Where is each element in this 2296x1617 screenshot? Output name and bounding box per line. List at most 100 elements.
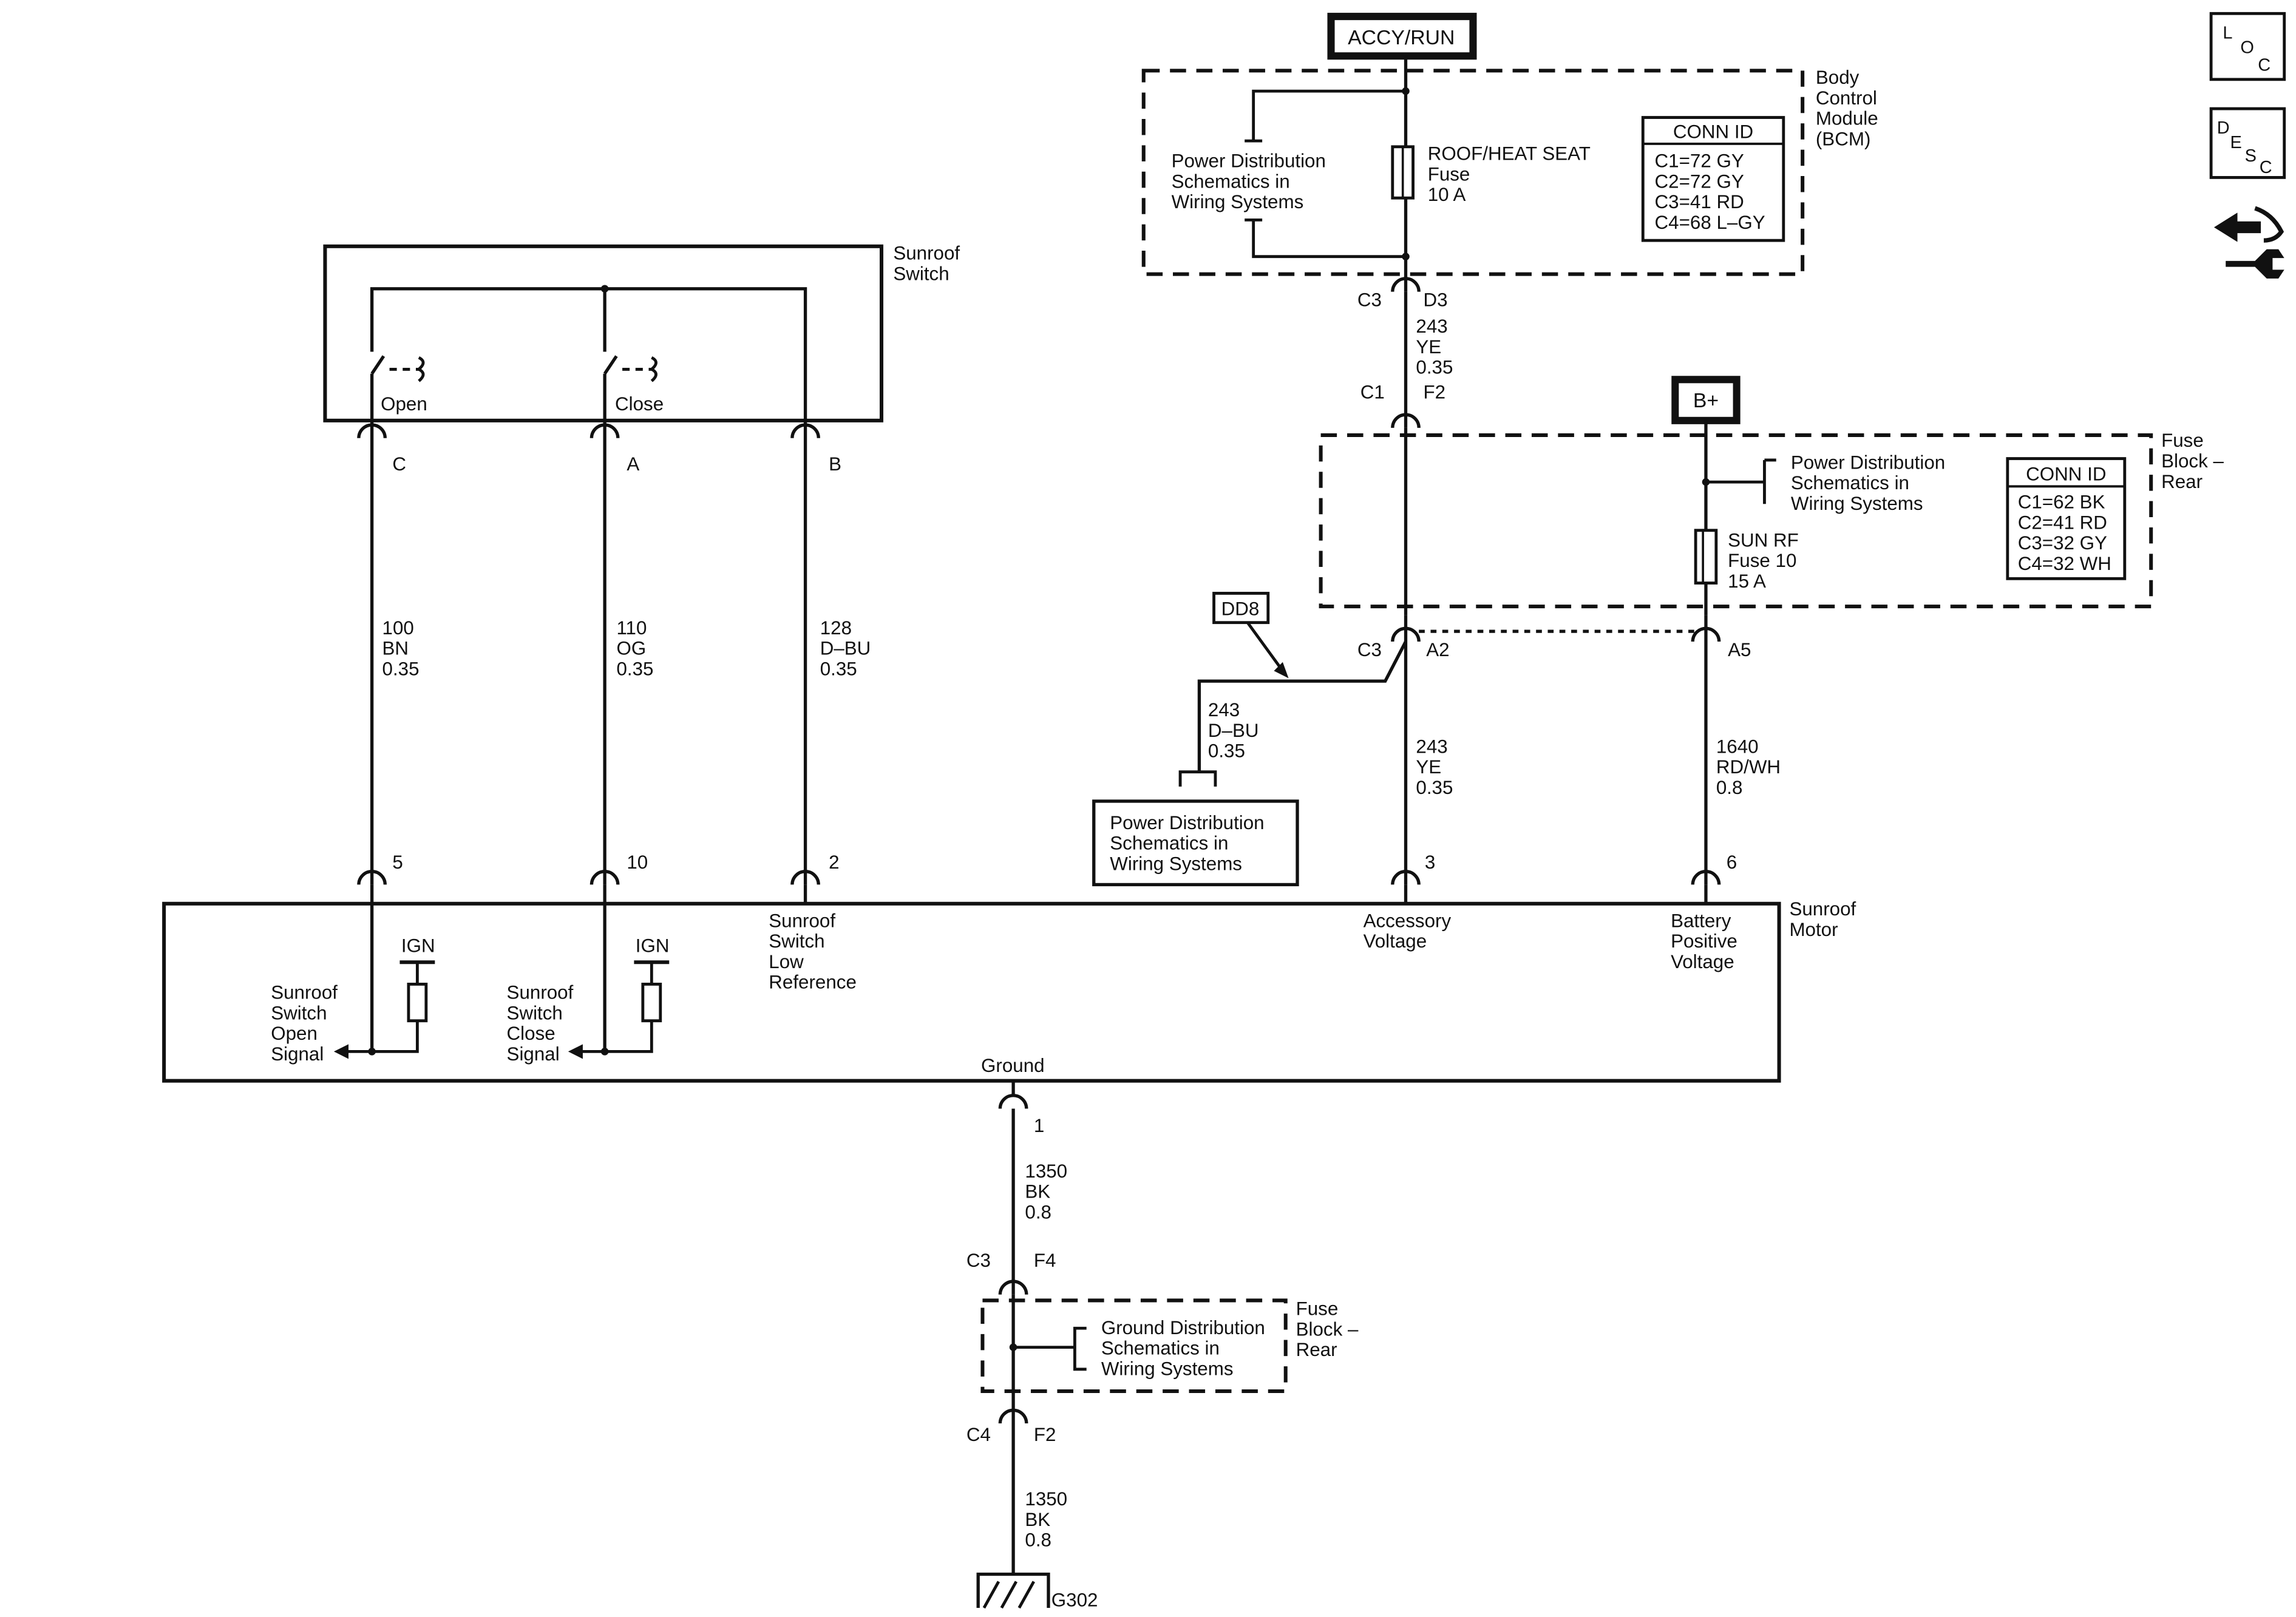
svg-text:10 A: 10 A xyxy=(1428,184,1466,205)
svg-text:0.35: 0.35 xyxy=(1416,777,1453,798)
svg-text:ROOF/HEAT SEAT: ROOF/HEAT SEAT xyxy=(1428,143,1591,164)
svg-text:Open: Open xyxy=(381,393,427,415)
svg-text:D3: D3 xyxy=(1423,290,1447,311)
low-reference-label: Sunroof Switch Low Reference xyxy=(769,910,857,992)
wire-110-og: 110 OG 0.35 xyxy=(616,617,653,680)
svg-text:Wiring Systems: Wiring Systems xyxy=(1101,1358,1234,1379)
close-signal-label: Sunroof Switch Close Signal xyxy=(507,982,574,1065)
wire-128-dbu: 128 D–BU 0.35 xyxy=(820,617,871,680)
svg-text:D–BU: D–BU xyxy=(820,638,871,659)
sunroof-switch-label: Sunroof Switch xyxy=(893,243,960,285)
svg-text:3: 3 xyxy=(1425,852,1435,873)
switch-pin-c: C xyxy=(357,423,406,475)
svg-text:Voltage: Voltage xyxy=(1671,951,1734,972)
wire-1640-rdwh: 1640 RD/WH 0.8 xyxy=(1716,736,1781,798)
svg-text:Sunroof: Sunroof xyxy=(507,982,574,1003)
motor-pin-2: 2 xyxy=(790,852,840,885)
svg-text:SUN RF: SUN RF xyxy=(1728,529,1799,551)
switch-contact-open: Open xyxy=(370,355,427,421)
svg-text:0.35: 0.35 xyxy=(1208,741,1245,762)
connector-fb-c1-f2: C1 F2 xyxy=(1360,382,1445,429)
svg-text:Fuse: Fuse xyxy=(1428,163,1470,185)
svg-text:Sunroof: Sunroof xyxy=(893,243,960,264)
svg-text:Wiring Systems: Wiring Systems xyxy=(1172,191,1304,212)
bcm-conn-id-table: CONN ID C1=72 GY C2=72 GY C3=41 RD C4=68… xyxy=(1641,116,1785,242)
accessory-voltage-label: Accessory Voltage xyxy=(1364,910,1452,952)
svg-text:Close: Close xyxy=(615,393,664,415)
switch-contact-close: Close xyxy=(603,355,664,421)
svg-text:C3=41 RD: C3=41 RD xyxy=(1655,191,1744,212)
wire-100-bn: 100 BN 0.35 xyxy=(382,617,419,680)
gds-note: Ground Distribution Schematics in Wiring… xyxy=(1101,1317,1265,1380)
svg-text:110: 110 xyxy=(616,617,647,639)
loc-button[interactable]: L O C xyxy=(2209,12,2286,81)
svg-text:C3: C3 xyxy=(1357,290,1382,311)
svg-text:1350: 1350 xyxy=(1025,1161,1067,1182)
sunroof-motor-label: Sunroof Motor xyxy=(1789,898,1856,940)
svg-text:Wiring Systems: Wiring Systems xyxy=(1791,493,1923,514)
open-signal-label: Sunroof Switch Open Signal xyxy=(271,982,338,1065)
svg-text:Schematics in: Schematics in xyxy=(1172,171,1290,192)
svg-text:0.8: 0.8 xyxy=(1025,1201,1051,1222)
wire-1350-bk-a: 1350 BK 0.8 xyxy=(1025,1161,1067,1223)
svg-text:L: L xyxy=(2223,23,2232,42)
svg-text:A5: A5 xyxy=(1728,639,1751,660)
svg-text:C3: C3 xyxy=(1357,639,1382,660)
fuse-block-rear: Power Distribution Schematics in Wiring … xyxy=(1319,420,2224,615)
svg-text:Open: Open xyxy=(271,1023,318,1044)
svg-text:A: A xyxy=(627,453,639,475)
svg-text:Wiring Systems: Wiring Systems xyxy=(1110,853,1242,874)
svg-text:Fuse: Fuse xyxy=(1296,1298,1339,1320)
wrench-arrows-icon[interactable] xyxy=(2213,206,2284,279)
diagram-content: ACCY/RUN Power Distribution Schematics i… xyxy=(162,12,2286,1611)
svg-text:0.35: 0.35 xyxy=(1416,357,1453,378)
svg-text:C1=62 BK: C1=62 BK xyxy=(2018,492,2105,513)
svg-text:0.8: 0.8 xyxy=(1716,777,1743,798)
ground-point-g302: G302 xyxy=(976,1572,1098,1611)
motor-pin-6: 6 xyxy=(1691,852,1737,885)
svg-text:6: 6 xyxy=(1727,852,1737,873)
svg-text:Switch: Switch xyxy=(507,1002,563,1023)
svg-text:243: 243 xyxy=(1416,316,1447,337)
svg-text:B: B xyxy=(829,453,841,475)
splice-tag-dd8: DD8 xyxy=(1212,592,1289,679)
svg-text:YE: YE xyxy=(1416,336,1441,358)
bcm-pds-note: Power Distribution Schematics in Wiring … xyxy=(1172,151,1326,213)
motor-pin-3: 3 xyxy=(1391,852,1435,885)
motor-pin-10: 10 xyxy=(589,852,648,885)
svg-text:C2=72 GY: C2=72 GY xyxy=(1655,171,1744,192)
svg-text:Module: Module xyxy=(1816,108,1878,129)
fb-pds-note: Power Distribution Schematics in Wiring … xyxy=(1791,452,1945,514)
desc-button[interactable]: D E S C xyxy=(2209,107,2286,179)
svg-text:Switch: Switch xyxy=(893,263,949,284)
svg-text:Reference: Reference xyxy=(769,972,857,993)
connector-fb-c3-a2: C3 A2 xyxy=(1357,615,1450,660)
svg-text:(BCM): (BCM) xyxy=(1816,128,1871,149)
sunroof-switch: Sunroof Switch Open Close xyxy=(323,243,960,422)
svg-text:Close: Close xyxy=(507,1023,555,1044)
svg-text:128: 128 xyxy=(820,617,852,639)
svg-text:O: O xyxy=(2240,38,2254,57)
pds-reference-box: Power Distribution Schematics in Wiring … xyxy=(1092,799,1299,887)
ground-fuse-block: Ground Distribution Schematics in Wiring… xyxy=(980,1294,1359,1411)
svg-text:C3=32 GY: C3=32 GY xyxy=(2018,532,2107,554)
svg-text:5: 5 xyxy=(392,852,402,873)
ground-block-label: Fuse Block – Rear xyxy=(1296,1298,1359,1361)
wire-243-ye-mid: 243 YE 0.35 xyxy=(1416,736,1453,798)
svg-text:15 A: 15 A xyxy=(1728,571,1766,592)
svg-text:C1=72 GY: C1=72 GY xyxy=(1655,151,1744,172)
svg-text:C: C xyxy=(392,453,406,475)
svg-text:0.35: 0.35 xyxy=(382,659,419,680)
svg-text:F2: F2 xyxy=(1423,382,1445,403)
svg-text:Switch: Switch xyxy=(271,1002,327,1023)
svg-text:BK: BK xyxy=(1025,1509,1050,1530)
motor-pin-5: 5 xyxy=(357,852,403,885)
svg-text:DD8: DD8 xyxy=(1221,598,1260,620)
svg-text:243: 243 xyxy=(1416,736,1447,757)
svg-text:Signal: Signal xyxy=(271,1043,324,1065)
ign-pullup-open: IGN xyxy=(368,935,435,1056)
svg-text:Control: Control xyxy=(1816,87,1877,109)
svg-text:10: 10 xyxy=(627,852,648,873)
svg-text:C4: C4 xyxy=(966,1424,991,1445)
svg-text:Battery: Battery xyxy=(1671,910,1731,931)
